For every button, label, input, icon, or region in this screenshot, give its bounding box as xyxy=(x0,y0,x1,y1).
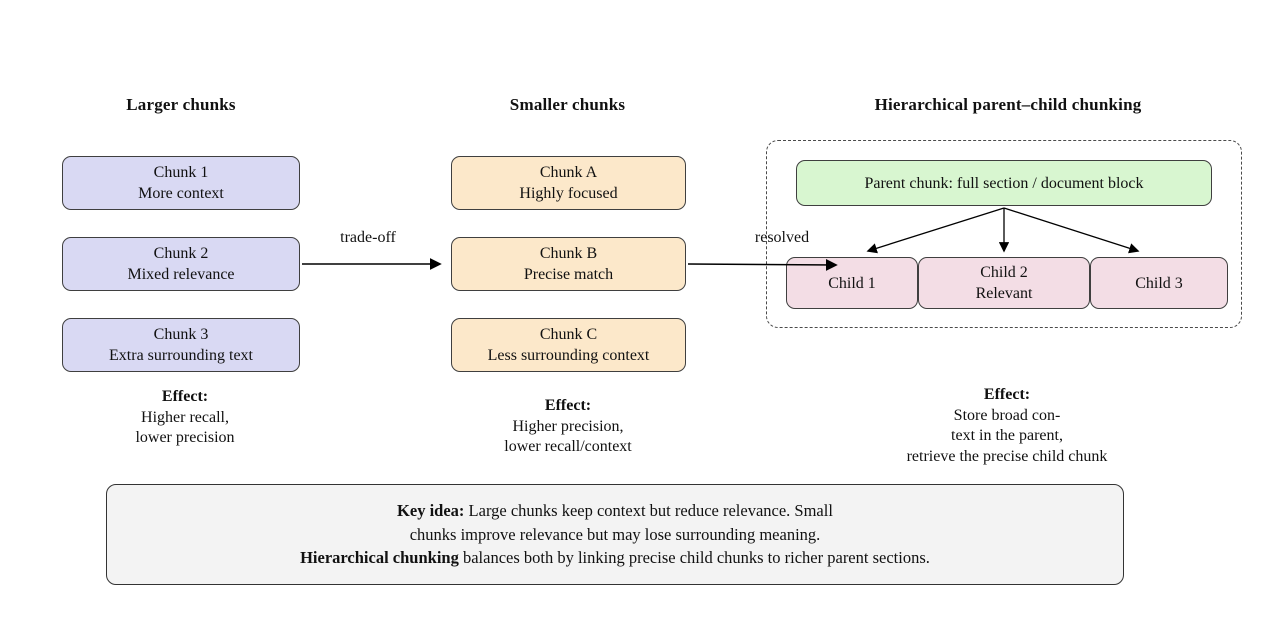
key-idea-line-2: chunks improve relevance but may lose su… xyxy=(409,524,821,544)
child-box-2: Child 2 Relevant xyxy=(918,257,1090,309)
child-title: Child 1 xyxy=(828,274,876,292)
effect-line: Higher precision, xyxy=(512,417,624,435)
key-idea-bold: Key idea: xyxy=(397,501,465,521)
child-title: Child 2 xyxy=(980,264,1028,281)
effect-heading: Effect: xyxy=(161,388,209,405)
chunk-title: Chunk C xyxy=(539,326,598,343)
child-title: Child 3 xyxy=(1135,274,1183,292)
column-title-larger: Larger chunks xyxy=(126,95,236,114)
chunk-box-larger-3: Chunk 3 Extra surrounding text xyxy=(62,318,300,372)
chunk-box-larger-1: Chunk 1 More context xyxy=(62,156,300,210)
chunk-box-smaller-a: Chunk A Highly focused xyxy=(451,156,686,210)
chunk-box-larger-2: Chunk 2 Mixed relevance xyxy=(62,237,300,291)
key-idea-line-1: Key idea: Large chunks keep context but … xyxy=(397,501,833,521)
column-title-smaller: Smaller chunks xyxy=(509,95,626,114)
effect-line: lower recall/context xyxy=(504,438,632,455)
effect-hierarchical: Effect: Store broad con- text in the par… xyxy=(840,385,1174,467)
hierarchical-dashed-container xyxy=(766,140,1242,328)
parent-chunk-label: Parent chunk: full section / document bl… xyxy=(864,174,1144,192)
chunk-subtitle: More context xyxy=(138,185,224,202)
chunk-box-smaller-b: Chunk B Precise match xyxy=(451,237,686,291)
chunk-title: Chunk A xyxy=(539,164,598,181)
effect-larger: Effect: Higher recall, lower precision xyxy=(85,387,285,449)
effect-heading: Effect: xyxy=(983,386,1031,403)
chunk-box-smaller-c: Chunk C Less surrounding context xyxy=(451,318,686,372)
child-subtitle: Relevant xyxy=(975,285,1033,302)
chunk-title: Chunk 1 xyxy=(153,164,209,181)
key-idea-box: Key idea: Large chunks keep context but … xyxy=(106,484,1124,585)
chunk-title: Chunk 3 xyxy=(153,326,209,343)
effect-line: Store broad con- xyxy=(953,406,1061,424)
key-idea-bold: Hierarchical chunking xyxy=(300,548,459,568)
effect-line: retrieve the precise child chunk xyxy=(906,447,1108,465)
chunk-title: Chunk 2 xyxy=(153,245,209,262)
tradeoff-label: trade-off xyxy=(340,229,396,246)
chunk-subtitle: Extra surrounding text xyxy=(109,347,253,364)
effect-line: Higher recall, xyxy=(141,408,229,426)
chunk-title: Chunk B xyxy=(539,245,598,262)
column-title-hierarchical: Hierarchical parent–child chunking xyxy=(874,95,1142,114)
effect-line: text in the parent, xyxy=(951,427,1063,444)
child-box-3: Child 3 xyxy=(1090,257,1228,309)
chunk-subtitle: Highly focused xyxy=(519,185,618,202)
effect-line: lower precision xyxy=(135,429,235,446)
effect-smaller: Effect: Higher precision, lower recall/c… xyxy=(462,396,674,458)
effect-heading: Effect: xyxy=(544,397,592,414)
key-idea-line-3: Hierarchical chunking balances both by l… xyxy=(300,548,930,568)
chunk-subtitle: Less surrounding context xyxy=(487,347,650,364)
chunk-subtitle: Precise match xyxy=(523,266,614,283)
child-box-1: Child 1 xyxy=(786,257,918,309)
parent-chunk-box: Parent chunk: full section / document bl… xyxy=(796,160,1212,206)
chunk-subtitle: Mixed relevance xyxy=(127,266,235,283)
resolved-label: resolved xyxy=(754,229,810,246)
